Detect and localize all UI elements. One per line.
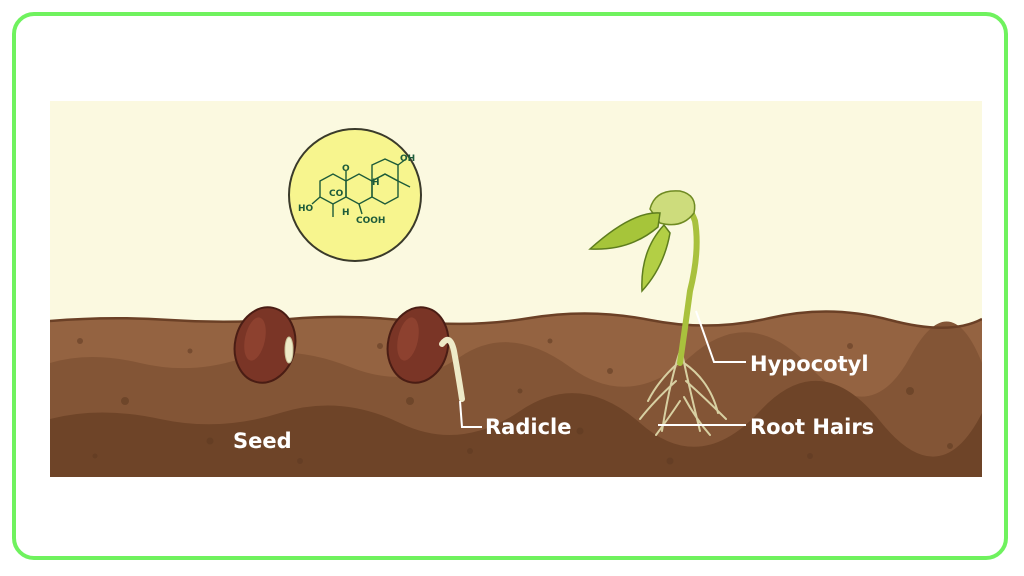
seed-illustration	[233, 306, 297, 384]
soil-speckles	[77, 338, 953, 465]
hypocotyl-label: Hypocotyl	[750, 352, 869, 376]
sky-background	[50, 101, 982, 326]
soil-surface-line	[50, 310, 982, 329]
germination-diagram: OH HO CO H H O COOH	[50, 101, 982, 477]
molecule-cooh: COOH	[356, 216, 385, 226]
molecule-oh-top: OH	[400, 154, 415, 164]
root-hairs-label: Root Hairs	[750, 415, 875, 439]
seedling-cotyledon-right	[649, 190, 696, 226]
molecule-co: CO	[329, 189, 344, 199]
seedling-leaf-lower	[641, 223, 671, 293]
molecule-o-top: O	[342, 164, 350, 174]
gibberellin-molecule: OH HO CO H H O COOH	[288, 128, 422, 262]
molecule-h-top: H	[372, 178, 380, 188]
radicle-leader-line	[459, 400, 482, 428]
molecule-ho-left: HO	[298, 204, 314, 214]
soil-layer-bottom	[50, 380, 982, 477]
seed-label: Seed	[233, 429, 292, 453]
germinating-seed-illustration	[386, 306, 465, 402]
radicle-shoot	[439, 336, 465, 402]
diagram-canvas: OH HO CO H H O COOH	[50, 101, 982, 477]
seedling-roots	[639, 350, 727, 436]
seedling-leaf-left	[588, 212, 661, 250]
radicle-label: Radicle	[485, 415, 572, 439]
seedling-illustration	[588, 190, 727, 436]
hypocotyl-leader-line	[695, 310, 746, 363]
molecule-h-bottom: H	[342, 208, 350, 218]
